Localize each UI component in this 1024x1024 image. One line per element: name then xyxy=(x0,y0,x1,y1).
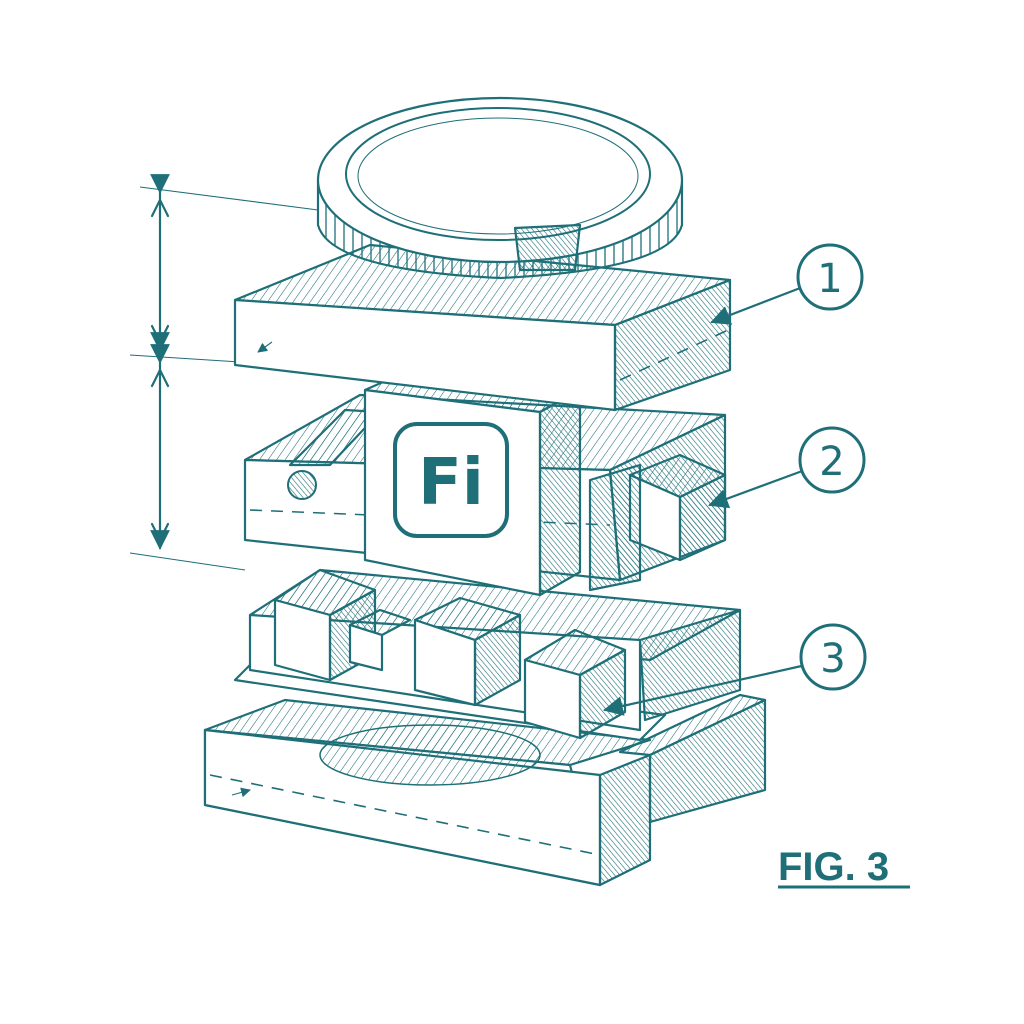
caption-text: FIG. 3 xyxy=(778,845,889,889)
callout-1: 1 xyxy=(710,243,864,325)
circled-number-icon xyxy=(799,623,867,691)
top-plate xyxy=(233,243,732,412)
callout-3: 3 xyxy=(603,623,867,716)
cube-2 xyxy=(413,596,522,707)
callout-label: 1 xyxy=(817,256,842,302)
callout-label: 3 xyxy=(820,636,845,682)
dimension-lines xyxy=(129,174,319,571)
cube-3 xyxy=(523,628,627,740)
cube-small xyxy=(348,608,412,672)
base-plate xyxy=(203,693,767,887)
callout-2: 2 xyxy=(708,426,866,509)
component-board xyxy=(233,568,742,742)
circled-number-icon xyxy=(798,426,866,494)
chip-frame: Fi xyxy=(243,368,727,597)
circled-number-icon xyxy=(796,243,864,311)
figure-caption: FIG. 3 xyxy=(778,845,910,889)
round-cap xyxy=(316,96,684,280)
callout-label: 2 xyxy=(819,439,844,485)
app-logo-icon xyxy=(393,422,509,538)
logo-text: Fi xyxy=(418,446,484,520)
